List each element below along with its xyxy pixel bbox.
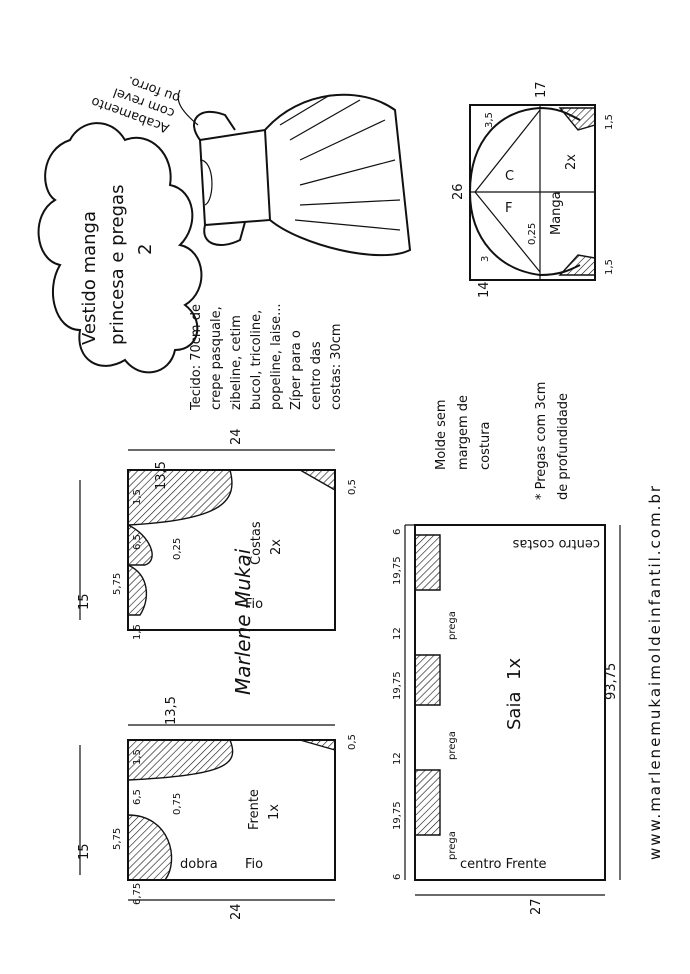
frente-m575: 5,75 (112, 828, 123, 850)
website-footer: www.marlenemukaimoldeinfantil.com.br (646, 484, 664, 860)
saia-m27: 27 (529, 898, 544, 915)
frente-m05: 0,5 (347, 734, 358, 750)
frente-m075: 0,75 (172, 793, 183, 815)
sleeve-m025: 0,25 (527, 223, 538, 245)
frente-pattern: Frente 1x Fio dobra 24 13,5 15 0,5 1,5 6… (77, 696, 358, 920)
sleeve-c: C (505, 169, 514, 184)
costas-m24: 24 (229, 428, 244, 445)
frente-qty: 1x (267, 804, 282, 820)
saia-qty: 1x (504, 658, 525, 680)
sleeve-m35: 3,5 (484, 112, 495, 128)
saia-centro-frente: centro Frente (460, 857, 547, 872)
fabric-l7: centro das (309, 341, 324, 410)
saia-mark-5: 19,75 (392, 556, 403, 585)
title-line2: princesa e pregas (107, 185, 128, 345)
saia-mark-6: 6 (392, 529, 403, 535)
fabric-l4: bucol, tricoline, (249, 310, 264, 410)
sleeve-f: F (505, 201, 512, 216)
costas-m025: 0,25 (172, 538, 183, 560)
title-line3: 2 (135, 244, 156, 255)
fabric-l1: Tecido: 70cm de (189, 304, 204, 411)
costas-m15c: 1,5 (132, 624, 143, 640)
fabric-l6: Zíper para o (289, 330, 304, 410)
frente-fio: Fio (245, 857, 263, 872)
molde-l2: margem de (456, 395, 471, 470)
sleeve-qty: 2x (564, 154, 579, 170)
pregas-note: * Pregas com 3cm de profundidade (534, 382, 571, 500)
costas-m15: 15 (77, 593, 92, 610)
saia-centro-costas: centro costas (512, 536, 600, 551)
fabric-l2: crepe pasquale, (209, 306, 224, 410)
saia-mark-0: 6 (392, 874, 403, 880)
sleeve-m15b: 1,5 (604, 259, 615, 275)
costas-m05: 0,5 (347, 479, 358, 495)
sleeve-label: Manga (549, 191, 564, 235)
costas-m135: 13,5 (154, 461, 169, 490)
fabric-l5: popeline, laise... (269, 303, 284, 410)
saia-m9375: 93,75 (604, 663, 619, 700)
frente-dobra: dobra (180, 857, 218, 872)
frente-m15b: 1,5 (132, 749, 143, 765)
saia-prega-2: prega (447, 731, 458, 760)
fabric-l3: zibeline, cetim (229, 315, 244, 410)
signature: Marlene Mukai (231, 548, 255, 695)
frente-m135: 13,5 (164, 696, 179, 725)
frente-m24: 24 (229, 903, 244, 920)
sleeve-pattern: Manga 2x F C 26 17 3,5 3 14 1,5 1,5 0,25 (451, 81, 615, 298)
saia-mark-4: 12 (392, 627, 403, 640)
dress-sketch: Acabamento com revel ou forro. (89, 72, 412, 257)
saia-mark-3: 19,75 (392, 671, 403, 700)
pregas-l2: de profundidade (556, 393, 571, 500)
title-line1: Vestido manga (79, 211, 100, 345)
costas-label: Costas (249, 521, 264, 565)
saia-prega-3: prega (447, 611, 458, 640)
molde-l1: Molde sem (434, 399, 449, 470)
saia-prega-1: prega (447, 831, 458, 860)
sleeve-m15a: 1,5 (604, 114, 615, 130)
signature-text: Marlene Mukai (231, 548, 255, 695)
fabric-l8: costas: 30cm (329, 323, 344, 410)
molde-note: Molde sem margem de costura (434, 395, 493, 470)
frente-m675: 6,75 (132, 883, 143, 905)
frente-m65: 6,5 (132, 789, 143, 805)
sleeve-m26: 26 (451, 183, 466, 200)
saia-mark-1: 19,75 (392, 801, 403, 830)
costas-m65: 6,5 (132, 534, 143, 550)
website-text: www.marlenemukaimoldeinfantil.com.br (646, 484, 664, 860)
saia-mark-2: 12 (392, 752, 403, 765)
costas-fio: Fio (245, 597, 263, 612)
costas-m15b: 1,5 (132, 489, 143, 505)
pregas-l1: * Pregas com 3cm (534, 382, 549, 500)
costas-m575: 5,75 (112, 573, 123, 595)
costas-pattern: Costas 2x Fio 24 13,5 15 0,5 1,5 6,5 5,7… (77, 428, 358, 640)
fabric-notes: Tecido: 70cm de crepe pasquale, zibeline… (189, 303, 344, 411)
sleeve-m14: 14 (477, 281, 492, 298)
title-cloud: Vestido manga princesa e pregas 2 (37, 122, 203, 374)
costas-qty: 2x (269, 539, 284, 555)
sleeve-m3: 3 (480, 256, 491, 262)
frente-m15: 15 (77, 843, 92, 860)
saia-label: Saia (504, 692, 525, 731)
frente-label: Frente (247, 789, 262, 830)
sleeve-m17: 17 (534, 81, 549, 98)
molde-l3: costura (478, 421, 493, 470)
saia-pattern: Saia 1x centro Frente centro costas 93,7… (392, 524, 621, 915)
